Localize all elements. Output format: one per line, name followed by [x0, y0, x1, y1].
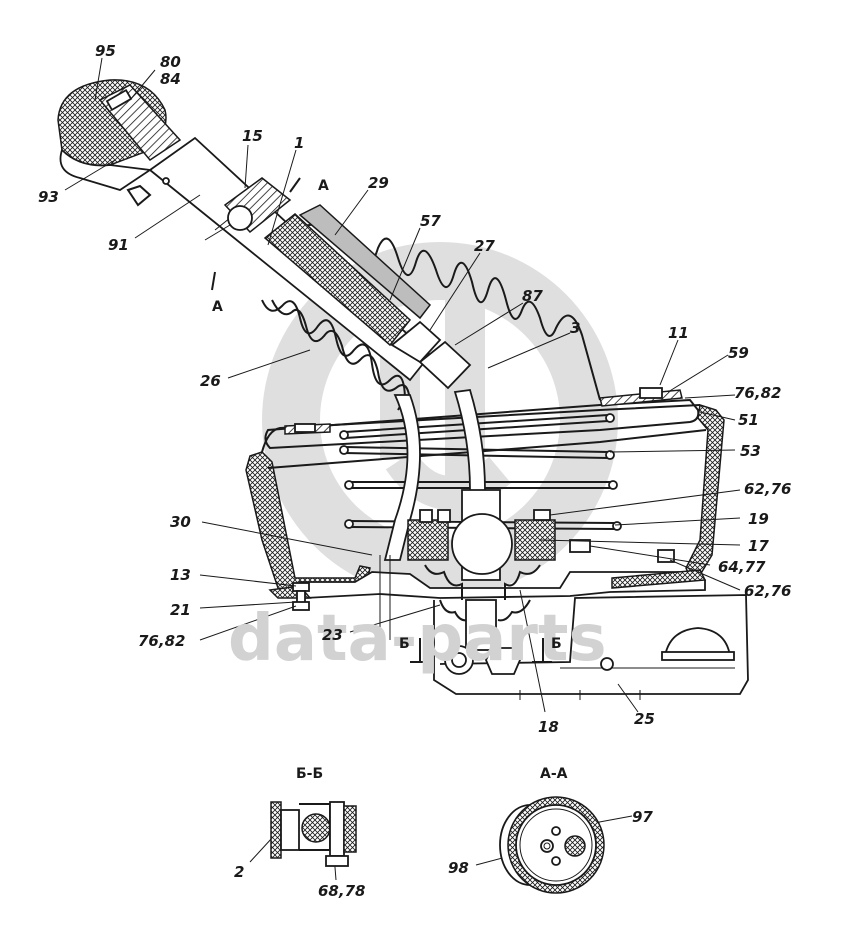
cut-mark-a-lower: А: [212, 299, 223, 315]
callout-95: 95: [95, 42, 116, 60]
callout-17: 17: [748, 537, 769, 555]
callout-29: 29: [368, 174, 389, 192]
callout-15: 15: [242, 127, 263, 145]
callout-53: 53: [740, 442, 761, 460]
callout-30: 30: [170, 513, 191, 531]
callout-51: 51: [738, 411, 759, 429]
callout-19: 19: [748, 510, 769, 528]
cut-mark-b-left: Б: [399, 636, 410, 652]
callout-62-76-top: 62,76: [744, 480, 791, 498]
callout-84: 84: [160, 70, 181, 88]
callout-23: 23: [322, 626, 343, 644]
callout-57: 57: [420, 212, 441, 230]
upper-cover-plate: [264, 387, 700, 450]
leader-lines: [64, 57, 741, 881]
section-title-a-a: А-А: [540, 766, 568, 782]
callout-2: 2: [234, 863, 244, 881]
left-bolt: [292, 582, 310, 611]
shift-lever-tube: [148, 136, 472, 390]
section-title-b-b: Б-Б: [296, 766, 323, 782]
callout-25: 25: [634, 710, 655, 728]
callout-18: 18: [538, 718, 559, 736]
cut-mark-b-right: Б: [551, 636, 562, 652]
callout-21: 21: [170, 601, 191, 619]
callout-1: 1: [294, 134, 304, 152]
bellows-boot: [261, 220, 601, 411]
callout-87: 87: [522, 287, 543, 305]
callout-91: 91: [108, 236, 129, 254]
callout-26: 26: [200, 372, 221, 390]
lower-small-boot: [424, 564, 541, 675]
callout-76-82-bottom: 76,82: [138, 632, 185, 650]
callout-27: 27: [474, 237, 495, 255]
callout-97: 97: [632, 808, 653, 826]
callout-64-77: 64,77: [718, 558, 766, 576]
callout-68-78: 68,78: [318, 882, 365, 900]
section-cut-marks: [211, 177, 552, 663]
callout-93: 93: [38, 188, 59, 206]
callout-3: 3: [570, 319, 580, 337]
callout-76-82-top: 76,82: [734, 384, 781, 402]
section-a-a-view: [499, 796, 605, 894]
callout-98: 98: [448, 859, 469, 877]
cut-mark-a-upper: А: [318, 178, 329, 194]
callout-11: 11: [668, 324, 689, 342]
callout-59: 59: [728, 344, 749, 362]
lever-knob: [57, 79, 182, 207]
callout-13: 13: [170, 566, 191, 584]
callout-80: 80: [160, 53, 181, 71]
callout-62-76-bottom: 62,76: [744, 582, 791, 600]
section-b-b-view: [270, 801, 357, 867]
watermark-text: data-parts: [228, 602, 607, 676]
